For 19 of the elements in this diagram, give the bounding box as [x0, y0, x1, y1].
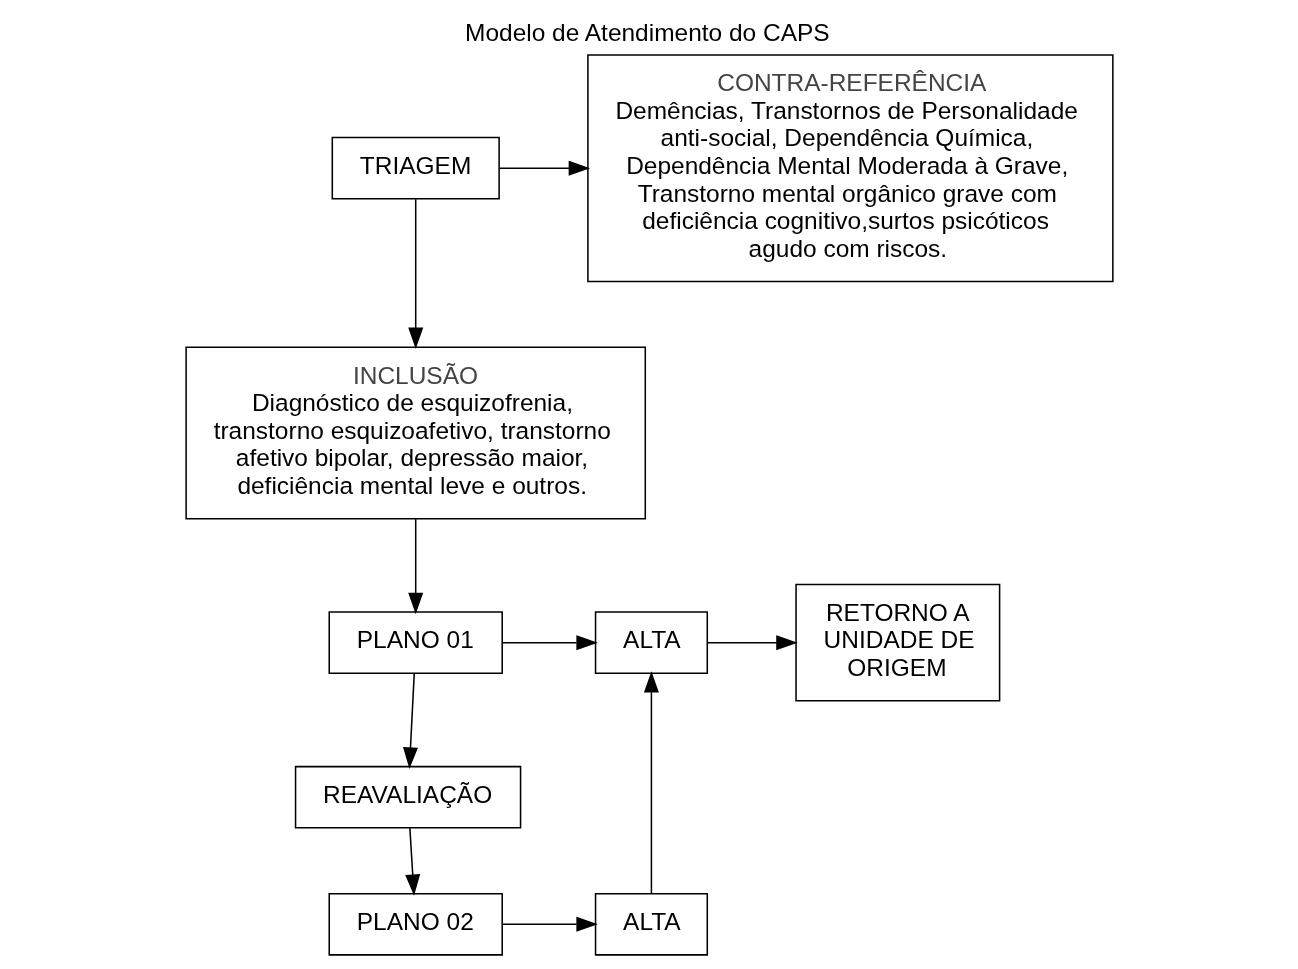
arrow: [501, 916, 598, 932]
arrow: [402, 672, 418, 769]
node-box: ALTA: [594, 892, 708, 956]
arrow: [407, 517, 423, 614]
arrow: [643, 670, 659, 894]
node-box: INCLUSÃO Diagnóstico de esquizofrenia, transtorno esquizoafetivo, transtorno afetivo bipolar, depressão maior, deficiência mental leve e outros.: [184, 346, 646, 519]
node-box: ALTA: [594, 610, 708, 674]
node-box: PLANO 02: [327, 892, 503, 956]
diagram-title: Modelo de Atendimento do CAPS: [464, 18, 830, 46]
arrow: [404, 826, 420, 896]
arrow: [407, 197, 423, 349]
node-box: RETORNO A UNIDADE DE ORIGEM: [794, 583, 1000, 702]
arrow: [706, 634, 798, 650]
node-box: CONTRA-REFERÊNCIA Demências, Transtornos de Personalidade anti-social, Dependência Química, Dependência Mental Moderada à Grave, Transtorno mental orgânico grave com deficiência cognitivo,surtos psicóticos agudo com riscos.: [586, 53, 1114, 282]
arrow: [501, 634, 598, 650]
arrow: [498, 160, 590, 176]
node-box: REAVALIAÇÃO: [294, 765, 521, 829]
node-box: TRIAGEM: [331, 136, 500, 200]
node-box: PLANO 01: [327, 610, 503, 674]
